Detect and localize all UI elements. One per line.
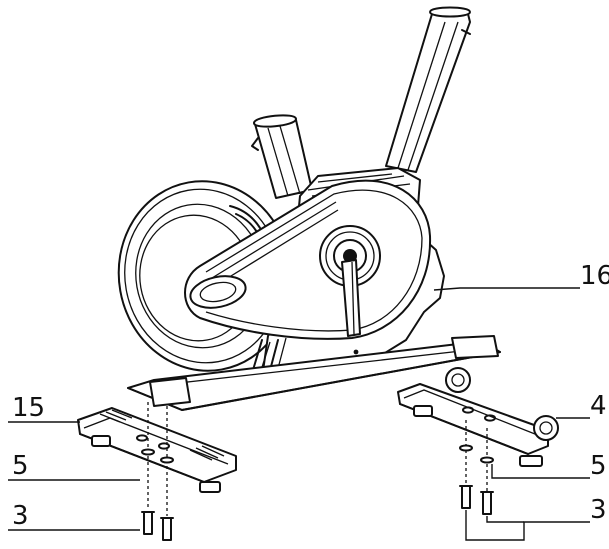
- left-stabilizer: [77, 407, 237, 493]
- callout-5-right: 5: [590, 451, 607, 481]
- leader-16: [433, 287, 580, 291]
- right-stabilizer: [397, 367, 559, 467]
- leader-5-right: [491, 464, 590, 479]
- callout-4: 4: [590, 391, 607, 421]
- handlebar-post: [251, 114, 313, 199]
- right-fasteners: [459, 420, 494, 515]
- leader-3-right-b: [486, 516, 524, 523]
- callout-3-right: 3: [590, 495, 607, 525]
- callout-16: 16: [580, 261, 609, 291]
- leader-lines: [8, 287, 590, 541]
- belt-cover: [184, 179, 432, 340]
- callout-5-left: 5: [12, 451, 29, 481]
- seat-post: [385, 6, 471, 173]
- callout-3-left: 3: [12, 501, 29, 531]
- base-beam: [127, 335, 501, 411]
- left-fasteners: [141, 402, 174, 541]
- leader-3-right: [465, 510, 590, 541]
- callout-15: 15: [12, 393, 45, 423]
- crank-assembly: [319, 225, 381, 355]
